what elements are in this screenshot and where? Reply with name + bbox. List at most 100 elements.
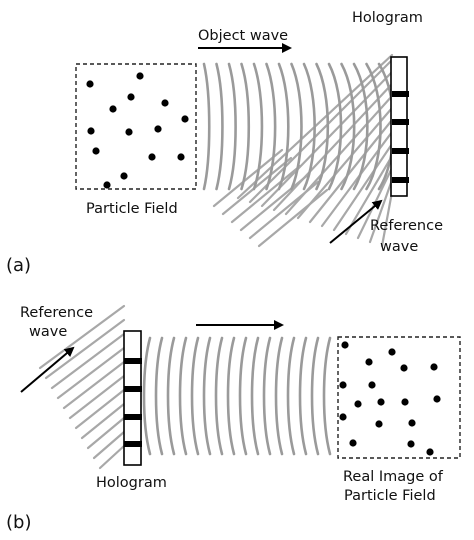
particle-dot [341,341,349,349]
hologram-label-b: Hologram [96,475,167,491]
reference-wave-line [38,304,126,370]
panel-a: Object wave Hologram Particle Field Refe… [6,10,443,276]
wave-front [274,336,284,456]
hologram-fringe-mark [392,148,409,154]
hologram-fringe-mark [392,177,409,183]
reference-wave-line [74,388,126,430]
particle-dot [377,398,385,406]
wave-front [166,336,176,456]
reference-wave-line [92,430,126,460]
object-wave-front [277,62,290,191]
reference-wave-label-a-line1: Reference [370,218,443,234]
reference-wave-line [248,180,320,240]
particle-dot [401,398,409,406]
reference-wave-line [80,402,126,440]
particle-dot [349,439,357,447]
particle-dot [120,172,128,180]
reference-wave-line [62,360,126,410]
object-wave-front [202,62,211,191]
particle-field-box [75,63,197,190]
real-image-label-line2: Particle Field [344,488,436,504]
wave-front [298,336,308,456]
reference-wave-line [368,178,394,244]
wave-front [202,336,212,456]
particle-dot [365,358,373,366]
particle-dot [433,395,441,403]
reference-wave-line [44,318,126,380]
reference-wave-line [50,332,126,390]
hologram-fringe-mark [124,386,142,392]
reference-wave-line [230,164,302,224]
object-wave-front [302,62,316,191]
particle-field-label: Particle Field [86,201,178,217]
hologram-fringe-mark [124,441,142,447]
reference-wave-line [380,190,394,248]
real-image-label-line1: Real Image of [343,469,444,485]
real-image-dots [339,341,441,456]
object-wave-front [365,62,382,191]
particle-dot [86,80,94,88]
wave-front [322,336,332,456]
reference-wave-line [308,118,394,224]
reference-wave-line [212,148,284,208]
hologram-fringe-mark [392,119,409,125]
reference-wave-line [98,444,126,470]
object-wave-front [227,62,237,191]
reference-wave-line [68,374,126,420]
wave-front [310,336,320,456]
panel-b-tag: (b) [6,512,31,533]
reference-wave-line [332,142,394,232]
particle-dot [407,440,415,448]
object-wave-front [352,62,369,191]
particle-field-dots [86,72,189,189]
reference-wave-label-b-line2: wave [29,324,67,340]
hologram-fringe-mark [392,91,409,97]
reference-wave-line [248,58,394,204]
wave-front [226,336,236,456]
particle-dot [339,381,347,389]
wave-front [238,336,248,456]
particle-dot [354,400,362,408]
particle-dot [154,125,162,133]
object-wave-front [290,62,303,191]
reference-wave-line [221,156,293,216]
particle-dot [430,363,438,371]
particle-dot [148,153,156,161]
wave-front [250,336,260,456]
reference-wave-line [344,154,394,236]
object-wave-front [265,62,277,191]
particle-dot [368,381,376,389]
particle-dot [426,448,434,456]
particle-dot [125,128,133,136]
panel-b: Reference wave Hologram Real Image of Pa… [6,304,461,533]
hologram-label-a: Hologram [352,10,423,26]
reference-wave-arrow-b [20,346,75,393]
reference-wave-line [272,82,394,212]
particle-dot [339,413,347,421]
reference-wave-label-a-line2: wave [380,239,418,255]
particle-dot [181,115,189,123]
hologram-fringe-mark [124,358,142,364]
wave-front [286,336,296,456]
particle-dot [109,105,117,113]
object-wave-front [327,62,343,191]
object-wave-front [215,62,224,191]
particle-dot [408,419,416,427]
wave-front [262,336,272,456]
reference-wave-line [56,346,126,400]
particle-dot [388,348,396,356]
object-wave-front [252,62,264,191]
reference-wave-line [86,416,126,450]
particle-dot [92,147,100,155]
particle-dot [400,364,408,372]
reference-wave-label-b-line1: Reference [20,305,93,321]
reference-wave-lines-b [38,304,126,470]
panel-a-tag: (a) [6,255,31,276]
particle-dot [103,181,111,189]
hologram-fringe-mark [124,414,142,420]
particle-dot [177,153,185,161]
wave-fronts-b [142,336,332,456]
wave-front [142,336,152,456]
wave-front [214,336,224,456]
hologram-plate-a [390,56,409,197]
